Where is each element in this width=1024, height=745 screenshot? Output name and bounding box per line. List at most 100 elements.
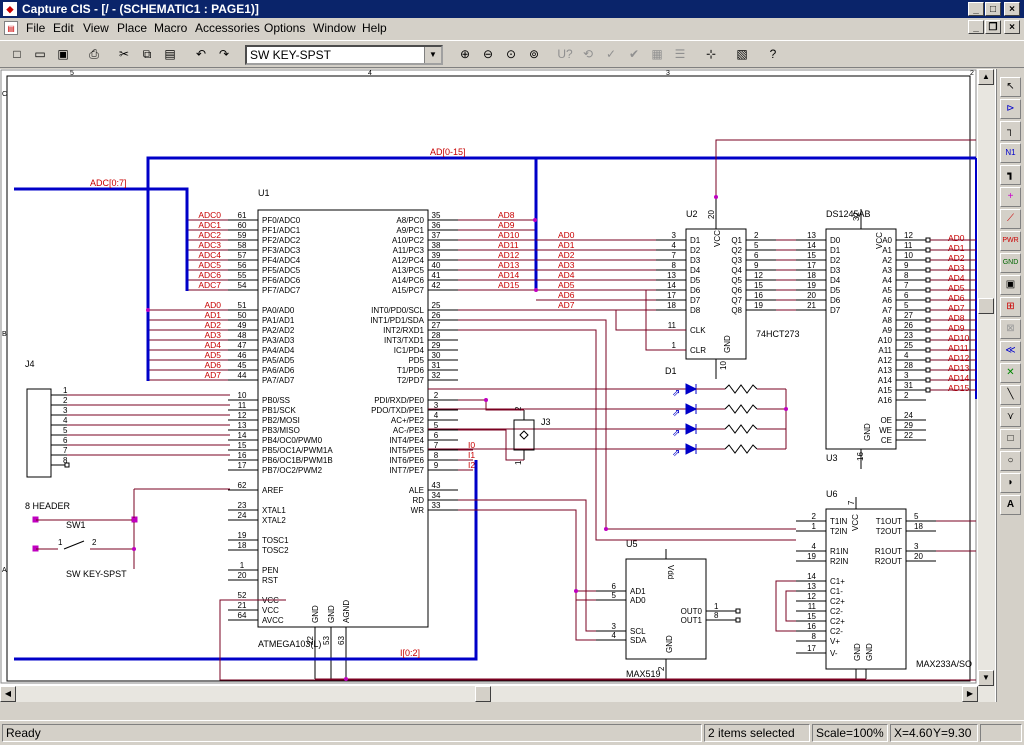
u1-pin-name: A9/PC1 — [396, 226, 424, 235]
create-netlist-icon[interactable]: ✔ — [628, 47, 640, 61]
place-arc-icon[interactable]: ◗ — [1000, 473, 1021, 493]
place-wire-icon[interactable]: ┐ — [1000, 121, 1021, 141]
sw1-ref: SW1 — [66, 520, 86, 530]
place-text-icon[interactable]: A — [1000, 495, 1021, 515]
u3-pin-name: A2 — [882, 256, 892, 265]
place-power-icon[interactable]: PWR — [1000, 231, 1021, 251]
drc-icon[interactable]: ✓ — [605, 47, 617, 61]
doc-minimize-button[interactable]: _ — [968, 20, 984, 34]
open-icon[interactable]: ▭ — [34, 47, 46, 61]
bill-of-materials-icon[interactable]: ☰ — [674, 47, 686, 61]
menu-place[interactable]: Place — [117, 21, 148, 35]
place-bus-icon[interactable]: ┓ — [1000, 165, 1021, 185]
place-part-icon[interactable]: ⊳ — [1000, 99, 1021, 119]
place-polyline-icon[interactable]: ⋎ — [1000, 407, 1021, 427]
u5-pin-name: AD1 — [630, 587, 646, 596]
u2-pin-number: 11 — [668, 321, 677, 330]
project-manager-icon[interactable]: ▧ — [736, 47, 748, 61]
u6-cap-wire — [775, 580, 796, 632]
scroll-left-icon[interactable]: ◀ — [0, 686, 16, 702]
scroll-up-icon[interactable]: ▲ — [978, 69, 994, 85]
u1-net-label: ADC3 — [198, 240, 221, 250]
ruler-label-top: 2 — [970, 70, 974, 77]
status-scale: Scale=100% — [812, 724, 888, 742]
save-icon[interactable]: ▣ — [57, 47, 69, 61]
document-icon[interactable]: ▤ — [4, 21, 18, 35]
place-hierarchical-block-icon[interactable]: ▣ — [1000, 275, 1021, 295]
scroll-down-icon[interactable]: ▼ — [978, 670, 994, 686]
zoom-all-icon[interactable]: ⊚ — [528, 47, 540, 61]
vertical-scrollbar[interactable]: ▲ ▼ — [978, 69, 995, 702]
menu-accessories[interactable]: Accessories — [195, 21, 260, 35]
annotate-icon[interactable]: U? — [557, 47, 573, 61]
horizontal-scroll-thumb[interactable] — [475, 686, 491, 702]
vertical-scroll-thumb[interactable] — [978, 298, 994, 314]
u3-pin-name: A16 — [878, 396, 893, 405]
place-net-alias-icon[interactable]: N1 — [1000, 143, 1021, 163]
menu-options[interactable]: Options — [264, 21, 306, 35]
status-bar: Ready 2 items selected Scale=100% X=4.60… — [0, 720, 1024, 745]
u3-pin-name: A8 — [882, 316, 892, 325]
j3-pin-number: 2 — [514, 406, 523, 411]
u1-pin-number: 60 — [238, 221, 247, 230]
u2-net-label: AD5 — [558, 280, 575, 290]
horizontal-scrollbar[interactable]: ◀ ▶ — [0, 686, 978, 702]
cut-icon[interactable]: ✂ — [118, 47, 130, 61]
menu-window[interactable]: Window — [313, 21, 356, 35]
u2-pin-number: 1 — [672, 341, 677, 350]
print-icon[interactable]: ⎙ — [89, 47, 99, 61]
menu-macro[interactable]: Macro — [154, 21, 188, 35]
undo-icon[interactable]: ↶ — [195, 47, 207, 61]
place-ground-icon[interactable]: GND — [1000, 253, 1021, 273]
scroll-right-icon[interactable]: ▶ — [962, 686, 978, 702]
copy-icon[interactable]: ⧉ — [142, 47, 152, 61]
zoom-in-icon[interactable]: ⊕ — [459, 47, 471, 61]
select-icon[interactable]: ↖ — [1000, 77, 1021, 97]
snap-to-grid-icon[interactable]: ⊹ — [705, 47, 717, 61]
menu-file[interactable]: File — [26, 21, 46, 35]
back-annotate-icon[interactable]: ⟲ — [582, 47, 594, 61]
app-icon[interactable]: ◆ — [3, 2, 17, 16]
cross-reference-icon[interactable]: ▦ — [651, 47, 663, 61]
u1-pin-name: AGND — [342, 600, 351, 623]
maximize-button[interactable]: □ — [985, 2, 1001, 16]
zoom-area-icon[interactable]: ⊙ — [505, 47, 517, 61]
help-icon[interactable]: ? — [769, 47, 777, 61]
doc-restore-button[interactable]: ❐ — [985, 20, 1001, 34]
minimize-button[interactable]: _ — [968, 2, 984, 16]
new-icon[interactable]: □ — [13, 47, 21, 61]
place-no-connect-icon[interactable]: ✕ — [1000, 363, 1021, 383]
u1-pin-name: AVCC — [262, 616, 284, 625]
d1-ref: D1 — [665, 366, 677, 376]
part-selector[interactable]: SW KEY-SPST ▼ — [245, 45, 443, 65]
chevron-down-icon[interactable]: ▼ — [424, 47, 441, 63]
doc-close-button[interactable]: × — [1004, 20, 1020, 34]
zoom-out-icon[interactable]: ⊖ — [482, 47, 494, 61]
menu-view[interactable]: View — [83, 21, 109, 35]
u2-net-label: AD6 — [558, 290, 575, 300]
place-ellipse-icon[interactable]: ○ — [1000, 451, 1021, 471]
place-off-page-connector-icon[interactable]: ≪ — [1000, 341, 1021, 361]
place-port-icon[interactable]: ⊞ — [1000, 297, 1021, 317]
led-diode-icon — [685, 403, 698, 415]
menu-edit[interactable]: Edit — [53, 21, 74, 35]
u3-pin-end — [925, 357, 931, 363]
u3-pin-end — [925, 347, 931, 353]
u3-pin-number: 8 — [904, 271, 909, 280]
redo-icon[interactable]: ↷ — [218, 47, 230, 61]
close-button[interactable]: × — [1004, 2, 1020, 16]
paste-icon[interactable]: ▤ — [164, 47, 176, 61]
place-rectangle-icon[interactable]: □ — [1000, 429, 1021, 449]
place-pin-icon[interactable]: ⊠ — [1000, 319, 1021, 339]
u3-pin-name: OE — [880, 416, 892, 425]
menu-help[interactable]: Help — [362, 21, 387, 35]
u2-pin-name: D3 — [690, 256, 701, 265]
place-line-icon[interactable]: ╲ — [1000, 385, 1021, 405]
u3-net-label: AD10 — [948, 333, 970, 343]
u1-pin-number: 63 — [337, 636, 346, 645]
j4-pin-number: 1 — [63, 386, 68, 395]
place-junction-icon[interactable]: + — [1000, 187, 1021, 207]
place-bus-entry-icon[interactable]: ⟋ — [1000, 209, 1021, 229]
u1-pin-number: 15 — [238, 441, 247, 450]
